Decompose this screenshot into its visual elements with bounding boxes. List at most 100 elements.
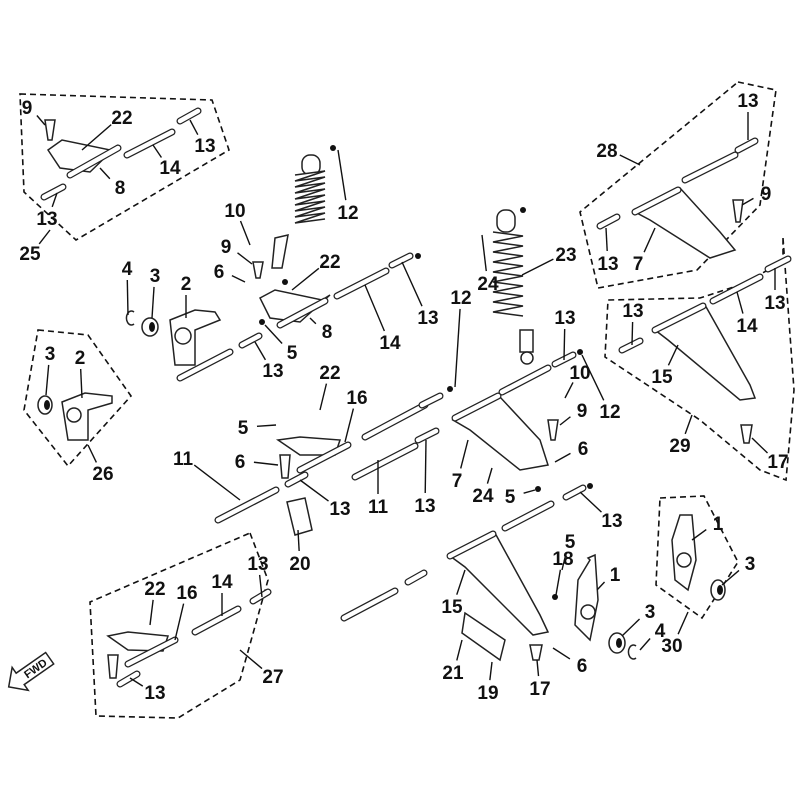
leader-line	[486, 467, 493, 484]
ball-joint	[529, 644, 543, 661]
leader-line	[253, 461, 279, 466]
leader-line	[581, 354, 605, 401]
leader-line	[129, 677, 144, 687]
leader-line	[256, 424, 277, 427]
bushing	[176, 107, 202, 125]
shaft	[361, 401, 429, 441]
part-callout-number: 3	[150, 266, 161, 287]
part-callout-number: 13	[247, 554, 268, 575]
shaft	[709, 273, 764, 305]
group-30-outline	[655, 495, 739, 620]
leader-line	[596, 581, 606, 591]
nut	[577, 349, 583, 355]
leader-line	[239, 649, 263, 670]
nut	[447, 386, 453, 392]
leader-line	[79, 368, 83, 399]
shaft	[333, 267, 390, 300]
bushing	[284, 471, 309, 488]
leader-line	[51, 192, 58, 208]
part-callout-number: 22	[319, 252, 340, 273]
steering-knuckle	[169, 309, 222, 366]
leader-line	[619, 154, 641, 166]
part-callout-number: 8	[115, 178, 126, 199]
nut	[330, 145, 336, 151]
leader-line	[631, 321, 634, 346]
part-callout-number: 19	[477, 683, 498, 704]
bushing	[40, 183, 67, 201]
shaft	[501, 500, 555, 532]
group-25-outline	[19, 93, 230, 241]
bushing	[764, 255, 792, 273]
shaft	[498, 364, 552, 396]
leader-line	[81, 124, 112, 151]
shock-absorbers	[271, 154, 534, 365]
nut	[520, 207, 526, 213]
leader-line	[99, 167, 111, 180]
steering-knuckle	[574, 553, 599, 642]
ball-joint	[252, 261, 264, 279]
part-callout-number: 3	[745, 554, 756, 575]
nut	[587, 483, 593, 489]
shaft	[214, 486, 280, 524]
part-callout-number: 10	[224, 201, 245, 222]
leader-line	[643, 227, 656, 253]
part-callout-number: 30	[661, 636, 682, 657]
skid-plate	[286, 497, 313, 536]
part-callout-number: 7	[633, 254, 644, 275]
part-callout-number: 13	[597, 254, 618, 275]
part-callout-number: 27	[262, 667, 283, 688]
leader-line	[258, 574, 263, 598]
wheel-bearing	[608, 632, 626, 654]
part-callout-number: 13	[144, 683, 165, 704]
ball-joint	[740, 424, 753, 444]
nut	[259, 319, 265, 325]
leader-line	[521, 258, 554, 276]
bushing	[618, 337, 644, 354]
part-callout-number: 6	[214, 262, 225, 283]
part-callout-number: 6	[578, 439, 589, 460]
leader-line	[297, 529, 300, 552]
part-callout-number: 13	[414, 496, 435, 517]
part-callout-number: 17	[767, 452, 788, 473]
part-callout-number: 24	[477, 274, 499, 295]
leader-line	[239, 220, 251, 246]
leader-line	[231, 275, 246, 283]
part-callout-number: 22	[111, 108, 132, 129]
part-callout-number: 5	[505, 487, 516, 508]
leader-line	[741, 197, 754, 206]
ball-joint	[107, 654, 119, 679]
leader-line	[554, 452, 571, 463]
bushing	[734, 137, 759, 154]
leader-line	[364, 284, 386, 332]
part-callout-number: 24	[472, 486, 494, 507]
leader-line	[237, 252, 253, 265]
leader-line	[149, 599, 154, 626]
leader-line	[344, 408, 355, 443]
steering-knuckle	[671, 514, 697, 592]
group-26-outline	[23, 329, 133, 468]
part-callout-number: 14	[159, 158, 181, 179]
leader-line	[45, 364, 50, 396]
leader-line	[454, 308, 461, 388]
nut	[552, 594, 558, 600]
bushing	[418, 392, 444, 409]
leader-line	[319, 383, 328, 411]
part-callout-number: 7	[452, 471, 463, 492]
part-callout-number: 29	[669, 436, 690, 457]
nut	[535, 486, 541, 492]
ball-joint	[44, 119, 56, 141]
part-callout-number: 9	[221, 237, 232, 258]
leader-line	[309, 317, 317, 325]
leader-line	[460, 439, 469, 469]
wheel-bearing	[141, 317, 159, 337]
leader-line	[38, 229, 51, 245]
leader-line	[563, 328, 566, 361]
leader-line	[559, 416, 571, 426]
part-callout-number: 5	[565, 532, 576, 553]
part-callout-number: 14	[736, 316, 758, 337]
leader-line	[691, 529, 707, 541]
part-callout-number: 16	[176, 583, 197, 604]
group-28-outline	[579, 81, 777, 289]
part-callout-number: 12	[599, 402, 620, 423]
